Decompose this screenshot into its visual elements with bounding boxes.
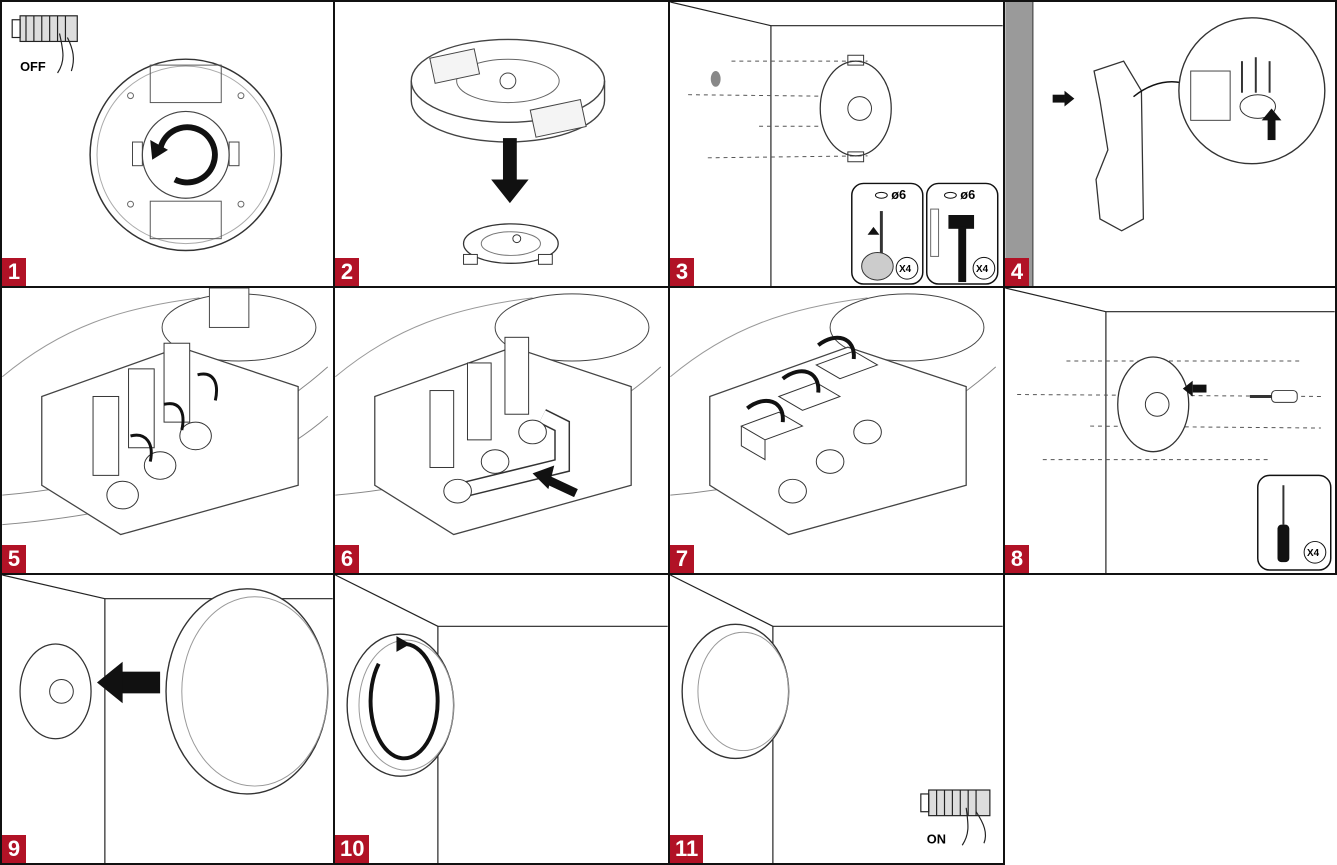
step-5-illustration — [2, 288, 329, 536]
step-10-illustration — [335, 575, 668, 863]
step-3-illustration: ø6 X4 ø6 X4 — [670, 2, 1003, 286]
step-9-panel: 9 — [0, 573, 335, 865]
step-4-illustration — [1005, 2, 1326, 286]
step-11-panel: ON 11 — [668, 573, 1005, 865]
breaker-switch-icon — [11, 15, 78, 74]
step-2-panel: 2 — [333, 0, 670, 288]
off-label: OFF — [20, 59, 46, 74]
step-1-panel: OFF 1 — [0, 0, 335, 288]
step-4-badge: 4 — [1005, 258, 1029, 286]
step-4-panel: 4 — [1003, 0, 1337, 288]
step-5-badge: 5 — [2, 545, 26, 573]
step-6-badge: 6 — [335, 545, 359, 573]
step-9-badge: 9 — [2, 835, 26, 863]
step-6-illustration — [335, 293, 662, 536]
step-8-badge: 8 — [1005, 545, 1029, 573]
step-1-illustration: OFF — [11, 15, 283, 252]
step-7-illustration — [670, 293, 997, 536]
drill-size-label: ø6 — [891, 187, 906, 202]
step-5-panel: 5 — [0, 286, 335, 575]
anchor-size-label: ø6 — [960, 187, 975, 202]
step-6-panel: 6 — [333, 286, 670, 575]
step-11-badge: 11 — [670, 835, 704, 863]
step-8-illustration: X4 — [1005, 288, 1335, 573]
step-10-badge: 10 — [335, 835, 370, 863]
anchor-qty-label: X4 — [976, 264, 989, 275]
drill-qty-label: X4 — [899, 264, 912, 275]
step-2-illustration — [410, 38, 606, 265]
step-11-illustration: ON — [670, 575, 1003, 863]
step-7-panel: 7 — [668, 286, 1005, 575]
step-7-badge: 7 — [670, 545, 694, 573]
on-label: ON — [927, 831, 946, 846]
step-10-panel: 10 — [333, 573, 670, 865]
step-3-badge: 3 — [670, 258, 694, 286]
step-9-illustration — [2, 575, 333, 863]
step-1-badge: 1 — [2, 258, 26, 286]
step-3-panel: ø6 X4 ø6 X4 3 — [668, 0, 1005, 288]
breaker-switch-icon — [920, 789, 991, 846]
step-8-panel: X4 8 — [1003, 286, 1337, 575]
screw-qty-label: X4 — [1307, 548, 1320, 559]
step-2-badge: 2 — [335, 258, 359, 286]
